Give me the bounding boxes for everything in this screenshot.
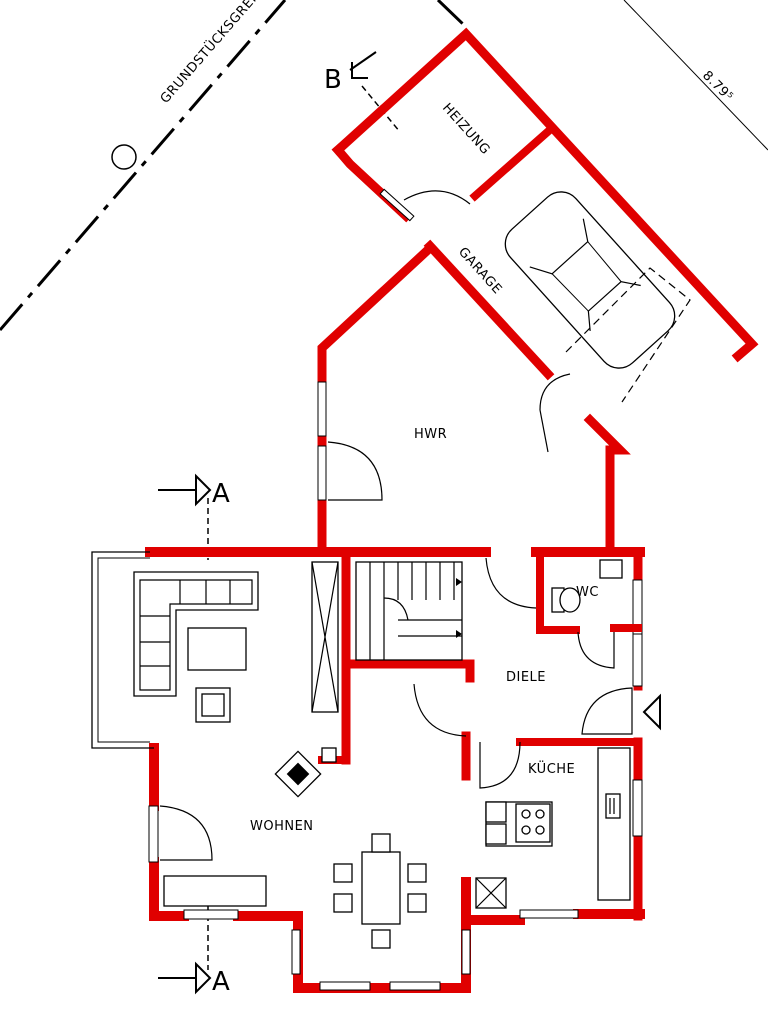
living-room: WOHNEN (133, 571, 427, 949)
room-label-kuche: KÜCHE (528, 760, 575, 777)
room-label-wc: WC (576, 585, 599, 600)
section-a-top-label: A (212, 479, 230, 509)
main-house-walls (91, 547, 645, 993)
section-b-label: B (324, 65, 342, 95)
hwr-room: HWR (317, 241, 447, 557)
staircase (355, 561, 463, 661)
entrance-arrow-icon (642, 693, 661, 731)
room-label-heizung: HEIZUNG (439, 101, 493, 158)
room-label-hwr: HWR (414, 427, 447, 442)
section-b-marker: B (324, 51, 401, 133)
dining-table (361, 851, 401, 925)
sink-icon (605, 793, 621, 819)
wc-room: WC (551, 559, 623, 613)
car-icon (504, 191, 676, 369)
room-label-garage: GARAGE (455, 245, 505, 298)
room-label-wohnen: WOHNEN (250, 819, 314, 834)
garage-wing: HEIZUNG GARAGE (331, 27, 759, 555)
kitchen: KÜCHE (475, 747, 631, 909)
dimension-label: 8.79⁵ (699, 68, 736, 105)
fireplace-icon (274, 750, 322, 798)
boundary-marker-icon (111, 144, 137, 170)
sideboard (163, 875, 267, 907)
cooktop-icon (515, 803, 551, 843)
room-label-diele: DIELE (506, 670, 546, 685)
section-a-bottom-label: A (212, 967, 230, 997)
interior-walls (318, 547, 642, 781)
boundary-label: GRUNDSTÜCKSGRENZE (156, 0, 276, 107)
dimension-line: 8.79⁵ (623, 0, 768, 151)
coffee-table (187, 627, 247, 671)
